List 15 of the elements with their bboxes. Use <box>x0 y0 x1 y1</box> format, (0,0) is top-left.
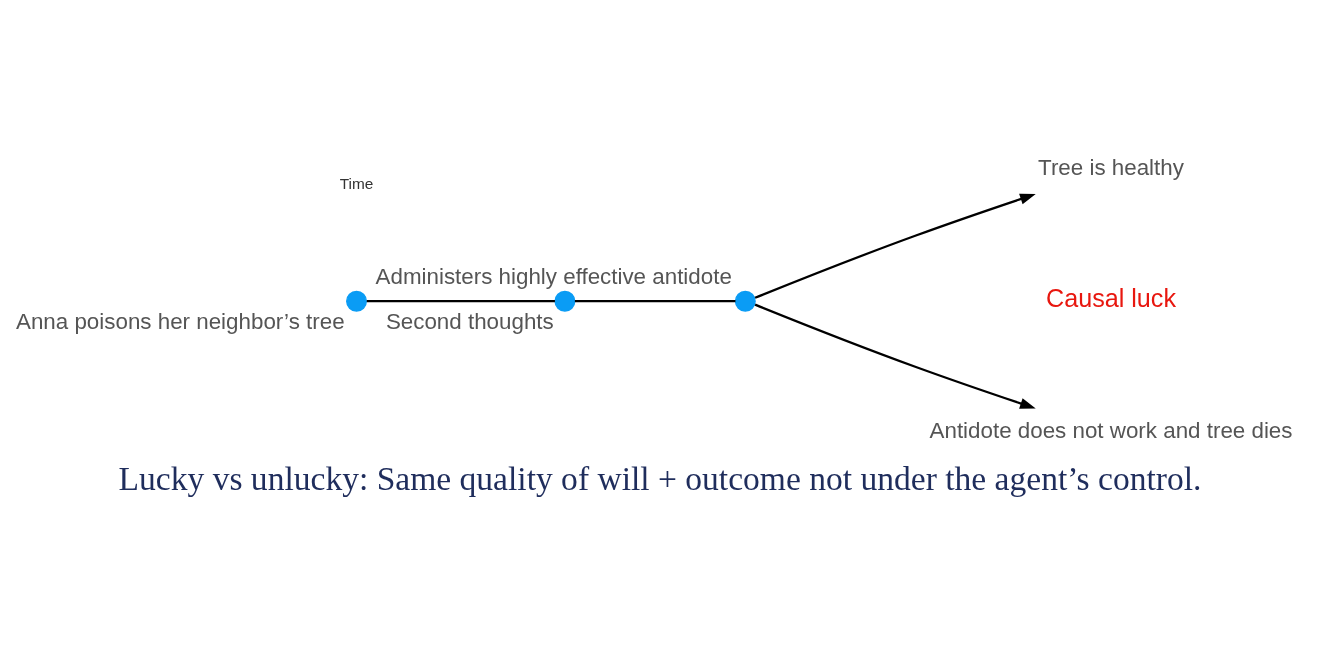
node-circle <box>734 290 756 312</box>
caption: Lucky vs unlucky: Same quality of will + outcome not under the agent’s control. <box>118 460 1202 498</box>
connector <box>366 300 555 303</box>
arrow <box>754 303 1036 409</box>
node-label: Administers highly effective antidote <box>375 264 732 290</box>
arrow <box>754 193 1036 299</box>
label: Causal luck <box>1045 284 1177 313</box>
connector <box>574 300 736 303</box>
node-label: Anna poisons her neighbor’s tree <box>16 308 345 334</box>
node-text: Antidote does not work and tree dies <box>929 418 1293 443</box>
node-circle <box>554 290 576 312</box>
node-text: Tree is healthy <box>1038 155 1184 181</box>
node-circle <box>346 290 367 312</box>
node-label: Second thoughts <box>385 308 554 334</box>
label: Time <box>339 175 374 193</box>
